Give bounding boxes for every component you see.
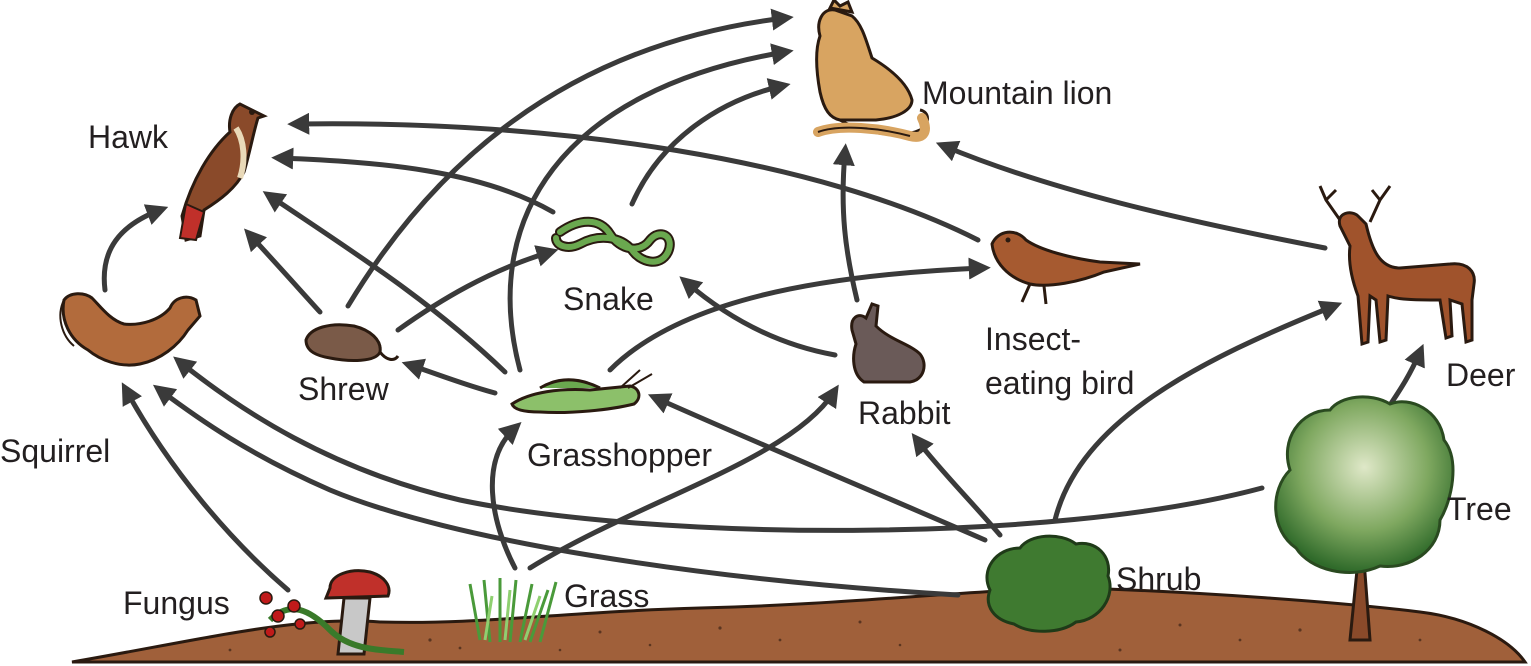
label-insect-eating-bird-line1: Insect- [985,321,1082,357]
arrow-shrub-to-deer [1052,300,1343,523]
rabbit-illustration [850,302,926,384]
shrew-illustration [304,323,400,362]
label-fungus: Fungus [123,585,230,621]
deer-illustration [1318,185,1476,347]
arrow-grasshopper-to-mountain-lion [507,43,794,373]
label-hawk: Hawk [88,119,169,155]
arrow-bird-to-hawk [287,112,981,243]
arrow-grasshopper-to-hawk [262,191,508,375]
bird-illustration [990,230,1141,305]
arrow-deer-to-mountain-lion [935,140,1328,251]
arrow-shrew-to-mountain-lion [345,8,794,309]
arrow-grasshopper-to-bird [607,257,991,373]
feeding-arrows [101,8,1425,598]
label-snake: Snake [563,281,654,317]
soil-specks [228,620,1422,652]
arrow-snake-to-mountain-lion [629,78,791,207]
label-grass: Grass [564,578,650,614]
arrow-shrew-to-snake [395,245,559,333]
arrow-shrub-to-squirrel [152,384,961,598]
hawk-illustration [178,102,268,242]
label-rabbit: Rabbit [858,395,951,431]
label-squirrel: Squirrel [0,433,111,469]
fungus-illustration [259,569,405,656]
label-deer: Deer [1446,357,1516,393]
arrow-tree-to-deer [1387,343,1425,408]
arrow-grass-to-grasshopper [489,422,522,571]
arrow-fungus-to-squirrel [121,382,291,593]
snake-illustration [551,216,675,267]
arrow-shrew-to-hawk [244,228,323,315]
label-mountain-lion: Mountain lion [922,75,1113,111]
arrow-grass-to-rabbit [527,384,839,571]
tree-illustration [1274,395,1455,642]
ground [71,586,1528,664]
arrow-rabbit-to-snake [679,276,838,358]
grasshopper-illustration [510,369,653,415]
grass-illustration [468,578,558,643]
label-tree: Tree [1447,491,1512,527]
arrow-shrub-to-grasshopper [647,393,988,543]
label-grasshopper: Grasshopper [527,437,712,473]
arrow-shrub-to-rabbit [911,433,1003,538]
arrow-tree-to-squirrel [173,356,1265,533]
label-shrew: Shrew [298,371,389,407]
arrow-rabbit-to-mountain-lion [832,143,860,303]
arrow-snake-to-hawk [271,147,556,215]
label-shrub: Shrub [1116,561,1202,597]
squirrel-illustration [59,292,202,367]
arrow-grasshopper-to-shrew [401,358,498,396]
shrub-illustration [985,534,1112,633]
label-insect-eating-bird-line2: eating bird [985,365,1135,401]
arrow-squirrel-to-hawk [101,204,169,293]
mountain-lion-illustration [813,0,930,142]
